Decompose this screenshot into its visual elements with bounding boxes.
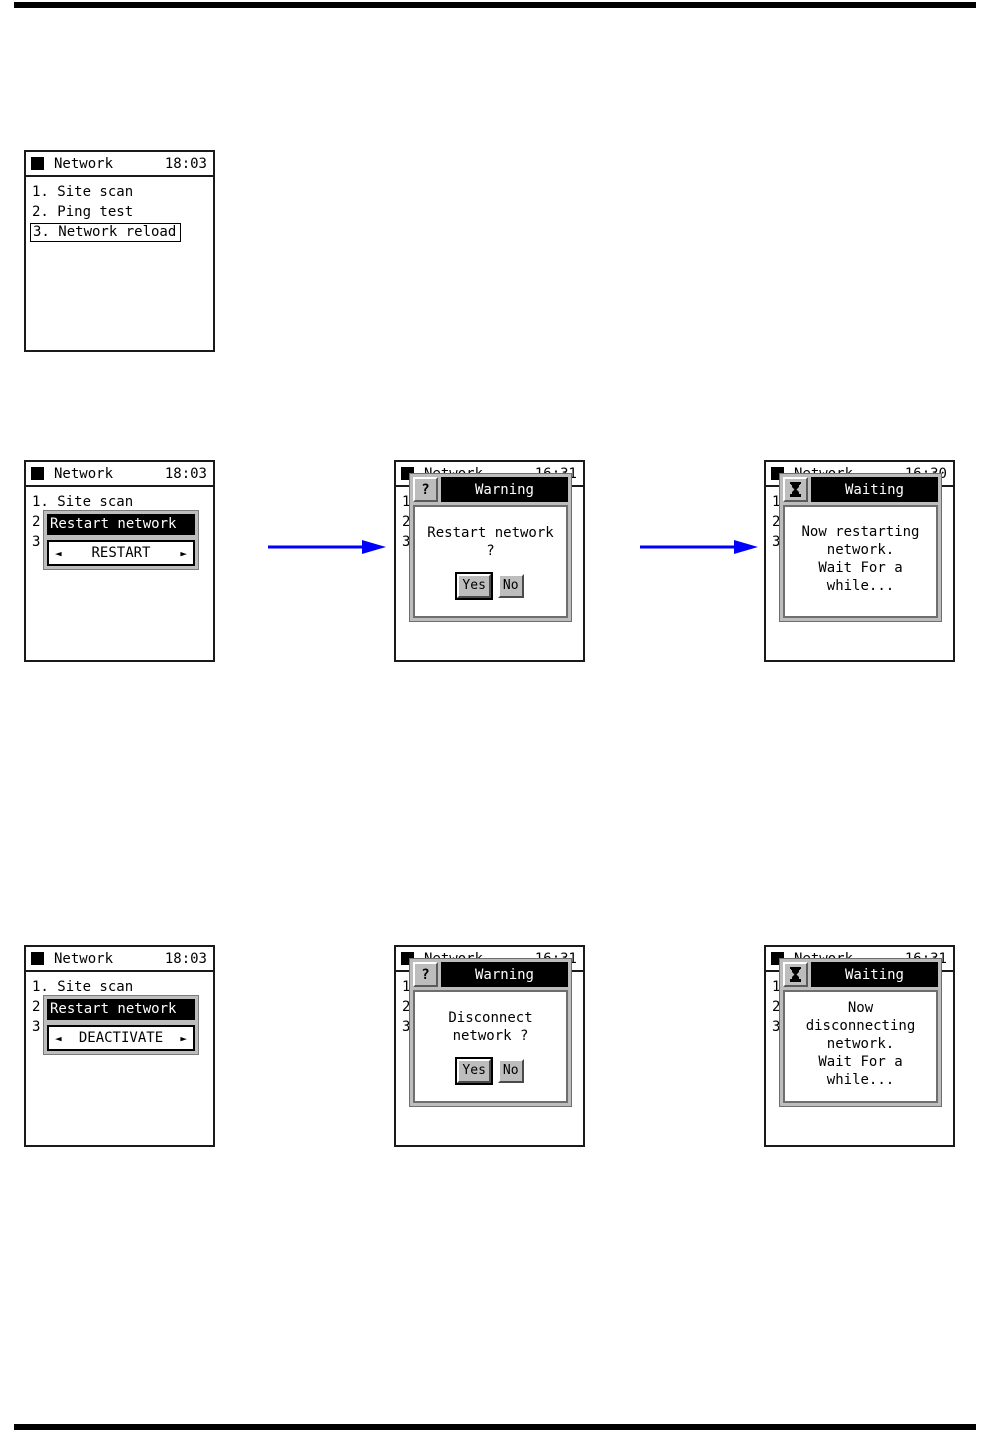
hourglass-icon xyxy=(783,962,808,987)
page-top-rule xyxy=(14,2,976,8)
dialog-no-button[interactable]: No xyxy=(497,573,524,598)
dialog-title: Warning xyxy=(441,962,568,987)
dialog-title: Waiting xyxy=(811,477,938,502)
question-mark-icon: ? xyxy=(413,477,438,502)
chooser-heading: Restart network xyxy=(47,999,195,1020)
dialog-header: Waiting xyxy=(783,962,938,987)
chevron-right-icon[interactable]: ► xyxy=(180,546,187,560)
menu-row: 2. Ping test xyxy=(30,201,213,221)
hourglass-icon xyxy=(783,477,808,502)
titlebar-time: 18:03 xyxy=(164,950,207,967)
page-bottom-rule xyxy=(14,1424,976,1430)
dialog-title: Warning xyxy=(441,477,568,502)
dialog-header: ? Warning xyxy=(413,962,568,987)
menu-row: 1. Site scan xyxy=(30,976,213,996)
titlebar-time: 18:03 xyxy=(164,465,207,482)
chooser-value: RESTART xyxy=(91,545,151,561)
menu-item[interactable]: 1. Site scan xyxy=(32,494,134,510)
menu-row: 3. Network reload xyxy=(30,221,213,242)
dialog-no-button[interactable]: No xyxy=(497,1058,524,1083)
titlebar: Network 18:03 xyxy=(26,462,213,487)
dialog-message: Now disconnecting network. Wait For a wh… xyxy=(805,999,916,1088)
dialog-message: Restart network ? xyxy=(427,524,554,559)
dialog-body: Now disconnecting network. Wait For a wh… xyxy=(783,990,938,1103)
titlebar-title: Network xyxy=(54,155,114,172)
chevron-right-icon[interactable]: ► xyxy=(180,1031,187,1045)
dialog-message: Now restarting network. Wait For a while… xyxy=(801,523,920,594)
chooser-body[interactable]: ◄ DEACTIVATE ► xyxy=(47,1025,195,1051)
titlebar-title: Network xyxy=(54,465,114,482)
chevron-left-icon[interactable]: ◄ xyxy=(55,1031,62,1045)
dialog-title: Waiting xyxy=(811,962,938,987)
dialog-header: ? Warning xyxy=(413,477,568,502)
dialog-icon-glyph: ? xyxy=(421,481,430,498)
value-chooser-popup: Restart network ◄ RESTART ► xyxy=(43,510,199,570)
value-chooser-popup: Restart network ◄ DEACTIVATE ► xyxy=(43,995,199,1055)
titlebar-title: Network xyxy=(54,950,114,967)
menu-row: 1. Site scan xyxy=(30,491,213,511)
menu-item[interactable]: 1. Site scan xyxy=(32,979,134,995)
menu-item[interactable]: 1. Site scan xyxy=(32,184,134,200)
dialog-body: Now restarting network. Wait For a while… xyxy=(783,505,938,618)
chooser-body[interactable]: ◄ RESTART ► xyxy=(47,540,195,566)
menu-row: 1. Site scan xyxy=(30,181,213,201)
filled-square-icon xyxy=(31,157,44,170)
menu-item[interactable]: 3. Network reload xyxy=(30,223,182,242)
dialog-yes-button[interactable]: Yes xyxy=(455,1056,493,1085)
question-mark-icon: ? xyxy=(413,962,438,987)
menu-item[interactable]: 2. Ping test xyxy=(32,204,134,220)
chooser-heading: Restart network xyxy=(47,514,195,535)
dialog-message: Disconnect network ? xyxy=(448,1009,533,1044)
filled-square-icon xyxy=(31,952,44,965)
titlebar-time: 18:03 xyxy=(164,155,207,172)
dialog-icon-glyph: ? xyxy=(421,966,430,983)
flow-arrow-1 xyxy=(268,536,386,558)
network-menu-screen: Network 18:03 1. Site scan 2. Ping test 3. N… xyxy=(24,150,215,352)
dialog-yes-button[interactable]: Yes xyxy=(455,571,493,600)
titlebar: Network 18:03 xyxy=(26,947,213,972)
titlebar: Network 18:03 xyxy=(26,152,213,177)
menu-list: 1. Site scan 2. Ping test 3. Network reloa… xyxy=(26,177,213,242)
dialog-header: Waiting xyxy=(783,477,938,502)
flow-arrow-2 xyxy=(640,536,758,558)
filled-square-icon xyxy=(31,467,44,480)
chooser-value: DEACTIVATE xyxy=(78,1030,164,1046)
chevron-left-icon[interactable]: ◄ xyxy=(55,546,62,560)
